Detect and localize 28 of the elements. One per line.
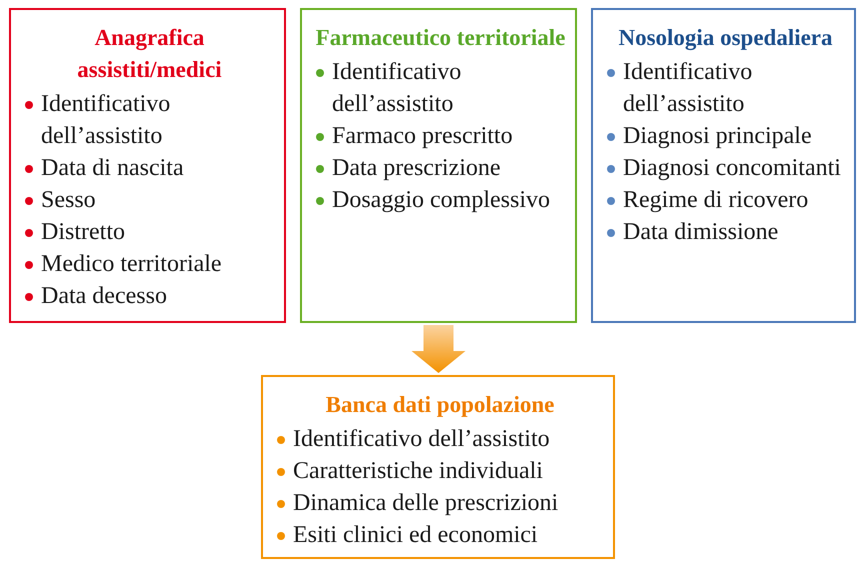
bullet-item: Esiti clinici ed economici	[275, 519, 605, 551]
bullet-item: Diagnosi principale	[605, 120, 846, 152]
bullet-item: Data dimissione	[605, 216, 846, 248]
bullet-item: Sesso	[23, 184, 276, 216]
bullet-item: Dinamica delle prescrizioni	[275, 487, 605, 519]
box-heading: Nosologia ospedaliera	[617, 24, 834, 52]
bullet-item: Caratteristiche individuali	[275, 455, 605, 487]
bullet-item: Identificativo dell’assistito	[605, 56, 846, 120]
list-box	[9, 8, 286, 323]
bullet-item: Medico territoriale	[23, 248, 276, 280]
list-box	[300, 8, 577, 323]
bullet-item: Farmaco prescritto	[314, 120, 567, 152]
bullet-item: Identificativo dell’assistito	[23, 88, 276, 152]
bullet-item: Distretto	[23, 216, 276, 248]
bullet-item: Data prescrizione	[314, 152, 567, 184]
bullet-item: Regime di ricovero	[605, 184, 846, 216]
bullet-item: Data decesso	[23, 280, 276, 312]
box-heading: Anagrafica assistiti/medici	[76, 24, 223, 84]
box-heading: Farmaceutico territoriale	[314, 24, 566, 52]
box-heading: Banca dati popolazione	[324, 391, 556, 419]
bullet-item: Diagnosi concomitanti	[605, 152, 846, 184]
bullet-item: Dosaggio complessivo	[314, 184, 567, 216]
bullet-item: Identificativo dell’assistito	[275, 423, 605, 455]
bullet-item: Data di nascita	[23, 152, 276, 184]
bullet-item: Identificativo dell’assistito	[314, 56, 567, 120]
list-box	[261, 375, 615, 559]
list-box	[591, 8, 856, 323]
block-arrow	[412, 325, 466, 373]
